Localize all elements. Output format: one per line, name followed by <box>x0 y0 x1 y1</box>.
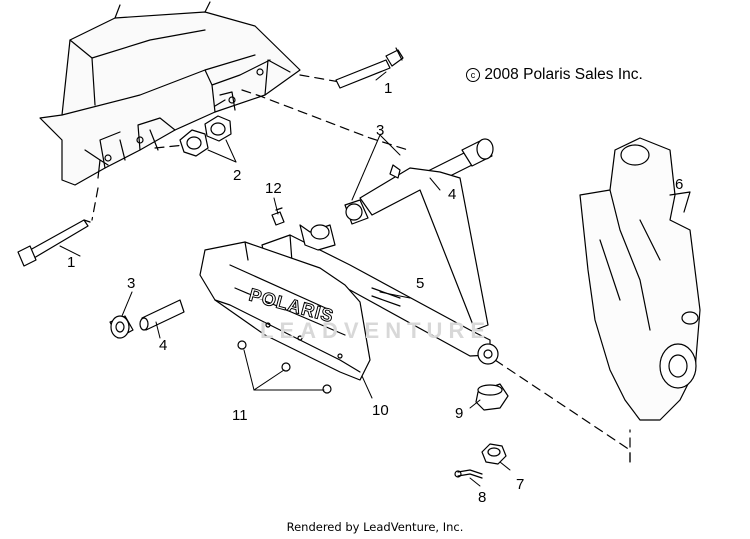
callout-11: 11 <box>232 407 248 424</box>
callout-9: 9 <box>455 405 464 422</box>
callout-10: 10 <box>372 402 389 419</box>
leader-lines <box>91 74 631 463</box>
spindle <box>579 137 701 421</box>
footer-credit: Rendered by LeadVenture, Inc. <box>286 520 464 534</box>
castle-nut <box>481 443 507 465</box>
copyright-symbol: c <box>466 68 480 82</box>
cotter-pin <box>454 469 483 479</box>
copyright-notice: c 2008 Polaris Sales Inc. <box>466 66 643 84</box>
bolt-top <box>335 47 404 89</box>
frame-bracket <box>39 1 301 186</box>
callout-1-left: 1 <box>67 254 76 271</box>
callout-4-right: 4 <box>448 186 457 203</box>
screws <box>237 340 332 394</box>
copyright-text: 2008 Polaris Sales Inc. <box>484 66 643 83</box>
grease-fitting <box>271 207 285 226</box>
guard-logo-mark <box>247 294 336 321</box>
bushing-left <box>109 299 185 339</box>
callout-7: 7 <box>516 476 525 493</box>
callout-8: 8 <box>478 489 487 506</box>
callout-3-left: 3 <box>127 275 136 292</box>
callout-4-left: 4 <box>159 337 168 354</box>
bolt-left <box>17 219 91 267</box>
a-arm-guard <box>199 241 371 381</box>
callout-leaders <box>59 71 511 487</box>
callout-6: 6 <box>675 176 684 193</box>
callout-1-top: 1 <box>384 80 393 97</box>
watermark: LEADVENTURE <box>260 318 492 343</box>
callout-2: 2 <box>233 167 242 184</box>
callout-12: 12 <box>265 180 282 197</box>
callout-5: 5 <box>416 275 425 292</box>
ball-joint-boot <box>475 383 509 411</box>
callout-3-top: 3 <box>376 122 385 139</box>
nuts <box>179 115 232 157</box>
